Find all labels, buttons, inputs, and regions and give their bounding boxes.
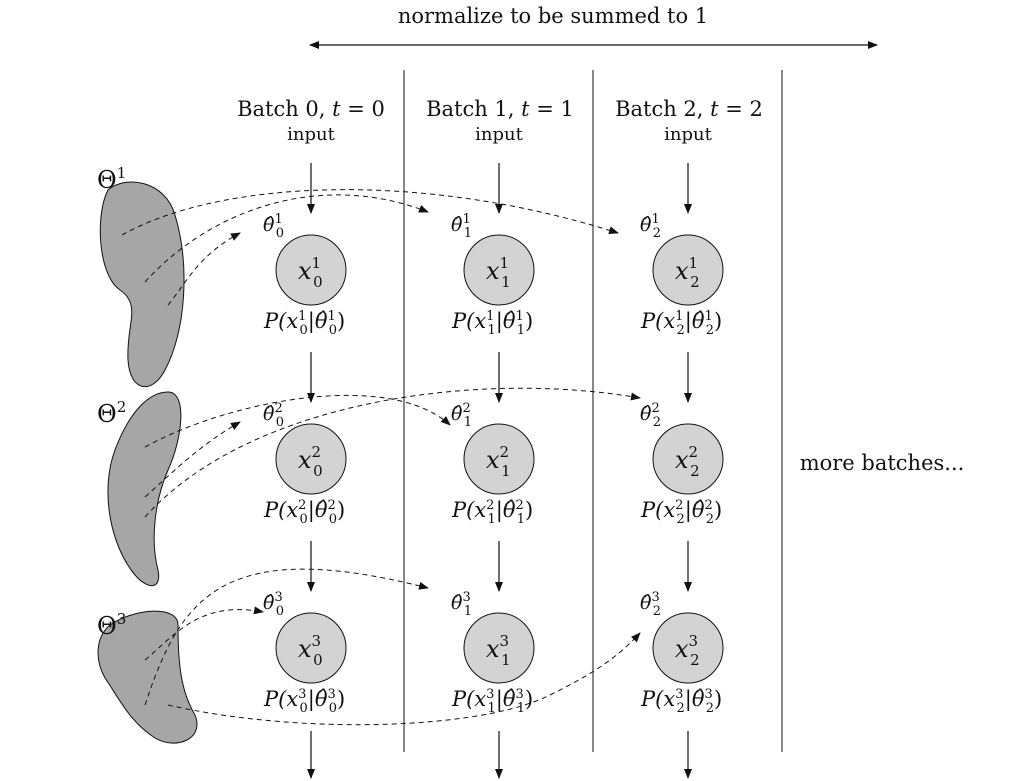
theta-2-to-batch-0-arrow xyxy=(144,421,241,498)
theta-2-to-batch-2-arrow xyxy=(144,387,641,518)
theta-3-to-batch-0-arrow xyxy=(144,606,264,661)
sample-node-circle xyxy=(652,423,724,495)
sample-node-circle xyxy=(463,234,535,306)
theta-2-label: Θ2 xyxy=(97,398,126,428)
sample-node-circle xyxy=(463,423,535,495)
theta-1-to-batch-2-arrow xyxy=(121,189,619,236)
column-input-label: input xyxy=(287,124,335,145)
column-header-batch-2: Batch 2, t = 2 xyxy=(615,97,763,121)
sample-node-circle xyxy=(463,612,535,684)
theta-1-blob xyxy=(99,181,185,387)
column-input-label: input xyxy=(664,124,712,145)
theta-3-blob xyxy=(97,610,198,744)
column-input-label: input xyxy=(475,124,523,145)
sample-node-circle xyxy=(275,234,347,306)
theta-2-blob xyxy=(107,391,182,587)
theta-1-to-batch-1-arrow xyxy=(144,194,429,283)
normalize-label: normalize to be summed to 1 xyxy=(398,4,708,28)
column-header-batch-0: Batch 0, t = 0 xyxy=(237,97,385,121)
column-header-batch-1: Batch 1, t = 1 xyxy=(426,97,574,121)
sample-node-circle xyxy=(275,423,347,495)
sample-node-circle xyxy=(652,612,724,684)
theta-3-label: Θ3 xyxy=(97,610,126,640)
sample-node-circle xyxy=(275,612,347,684)
sample-node-circle xyxy=(652,234,724,306)
more-batches-label: more batches... xyxy=(800,451,965,475)
theta-1-label: Θ1 xyxy=(97,164,126,194)
theta-3-to-batch-2-arrow xyxy=(167,632,641,726)
